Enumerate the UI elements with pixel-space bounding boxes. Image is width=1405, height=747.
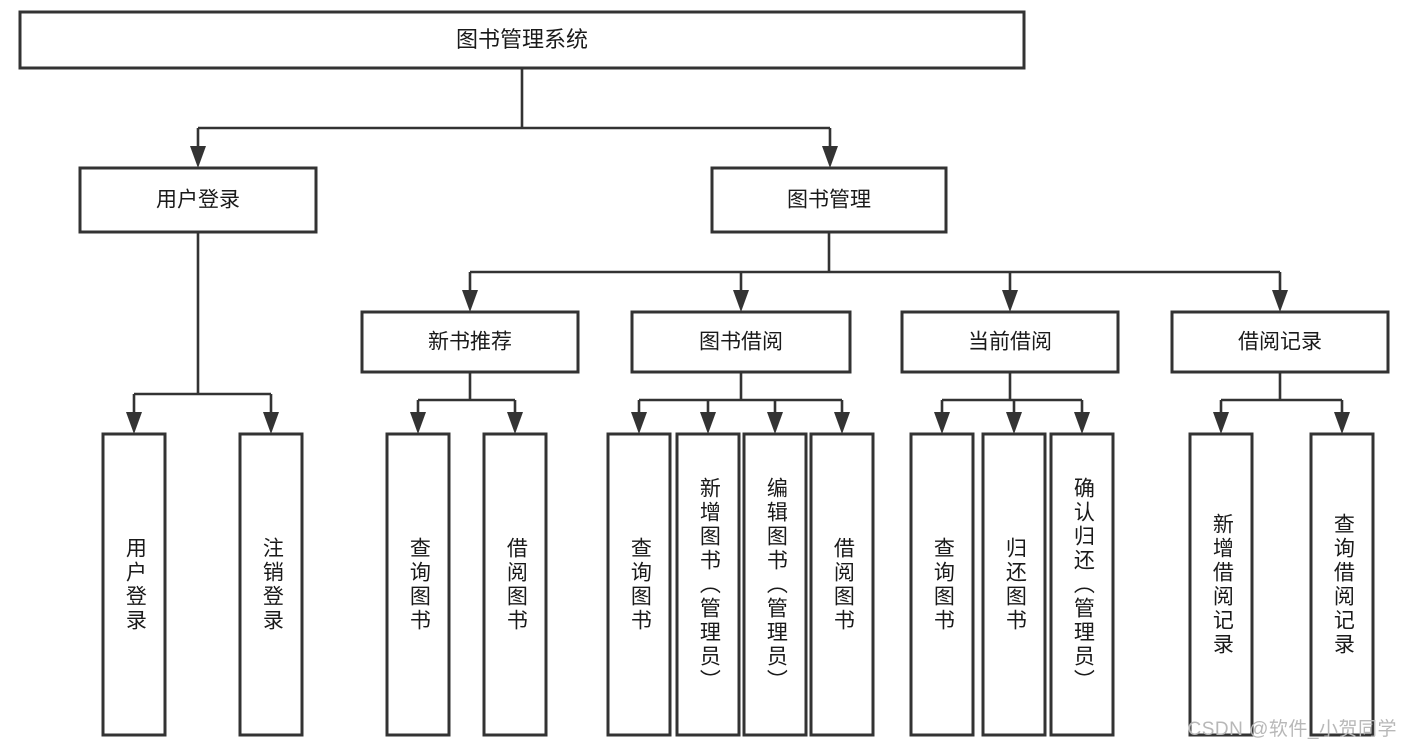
node-leaf-confirm-return-admin-box[interactable]	[1049, 432, 1115, 737]
node-current-borrow-box[interactable]	[900, 310, 1120, 374]
node-user-login-box[interactable]	[78, 166, 318, 234]
node-leaf-query-book-rec-box[interactable]	[385, 432, 451, 737]
leaf-node-layer	[101, 432, 1375, 737]
connector-layer	[126, 68, 1350, 434]
arrow-to-leaf-user-login	[126, 412, 142, 434]
node-leaf-query-book-borrow-box[interactable]	[606, 432, 672, 737]
connector-userlogin-bus	[132, 232, 273, 414]
arrow-to-leaf-edit-book-admin	[767, 412, 783, 434]
connector-newbook-bus	[416, 372, 517, 414]
connector-bookborrow-bus	[637, 372, 844, 414]
arrow-root-to-user-login	[190, 146, 206, 168]
arrow-to-current-borrow	[1002, 290, 1018, 312]
node-new-book-recommend-label: 新书推荐	[428, 331, 512, 354]
node-leaf-add-book-admin-box[interactable]	[675, 432, 741, 737]
node-book-borrow-box[interactable]	[630, 310, 852, 374]
node-new-book-recommend[interactable]: 新书推荐	[360, 310, 580, 374]
node-leaf-query-borrow-record-box[interactable]	[1309, 432, 1375, 737]
node-current-borrow[interactable]: 当前借阅	[900, 310, 1120, 374]
arrow-root-to-book-management	[822, 146, 838, 168]
arrow-to-leaf-add-book-admin	[700, 412, 716, 434]
arrow-to-leaf-return-book	[1006, 412, 1022, 434]
arrow-to-leaf-confirm-return-admin	[1074, 412, 1090, 434]
node-leaf-query-book-current-box[interactable]	[909, 432, 975, 737]
node-root[interactable]: 图书管理系统	[18, 10, 1026, 70]
arrow-to-leaf-borrow-book	[834, 412, 850, 434]
node-book-borrow-label: 图书借阅	[699, 331, 783, 354]
arrow-to-borrow-records	[1272, 290, 1288, 312]
arrow-to-leaf-borrow-book-rec	[507, 412, 523, 434]
connector-currentborrow-bus	[940, 372, 1084, 414]
node-leaf-borrow-book-box[interactable]	[809, 432, 875, 737]
node-user-login-label: 用户登录	[156, 189, 240, 212]
connector-root-bus	[196, 68, 832, 148]
node-borrow-records-label: 借阅记录	[1238, 331, 1322, 354]
node-leaf-edit-book-admin-box[interactable]	[742, 432, 808, 737]
arrow-to-leaf-query-book-borrow	[631, 412, 647, 434]
node-leaf-user-login-box[interactable]	[101, 432, 167, 737]
node-borrow-records[interactable]: 借阅记录	[1170, 310, 1390, 374]
node-root-label: 图书管理系统	[456, 27, 588, 52]
node-book-management[interactable]: 图书管理	[710, 166, 948, 234]
node-leaf-borrow-book-rec-box[interactable]	[482, 432, 548, 737]
arrow-to-leaf-query-book-rec	[410, 412, 426, 434]
node-book-borrow[interactable]: 图书借阅	[630, 310, 852, 374]
node-leaf-add-borrow-record-box[interactable]	[1188, 432, 1254, 737]
connector-borrowrecords-bus	[1219, 372, 1344, 414]
arrow-to-leaf-query-book-current	[934, 412, 950, 434]
node-leaf-return-book-box[interactable]	[981, 432, 1047, 737]
node-borrow-records-box[interactable]	[1170, 310, 1390, 374]
arrow-to-book-borrow	[733, 290, 749, 312]
arrow-to-leaf-query-borrow-record	[1334, 412, 1350, 434]
node-book-management-box[interactable]	[710, 166, 948, 234]
node-book-management-label: 图书管理	[787, 189, 871, 212]
arrow-to-leaf-logout-login	[263, 412, 279, 434]
node-root-box[interactable]	[18, 10, 1026, 70]
connector-bookmgmt-bus	[468, 232, 1282, 292]
arrow-to-new-book-recommend	[462, 290, 478, 312]
node-leaf-logout-login-box[interactable]	[238, 432, 304, 737]
node-user-login[interactable]: 用户登录	[78, 166, 318, 234]
node-new-book-recommend-box[interactable]	[360, 310, 580, 374]
node-current-borrow-label: 当前借阅	[968, 331, 1052, 354]
csdn-watermark: CSDN @软件_小贺同学	[1187, 719, 1397, 740]
arrow-to-leaf-add-borrow-record	[1213, 412, 1229, 434]
